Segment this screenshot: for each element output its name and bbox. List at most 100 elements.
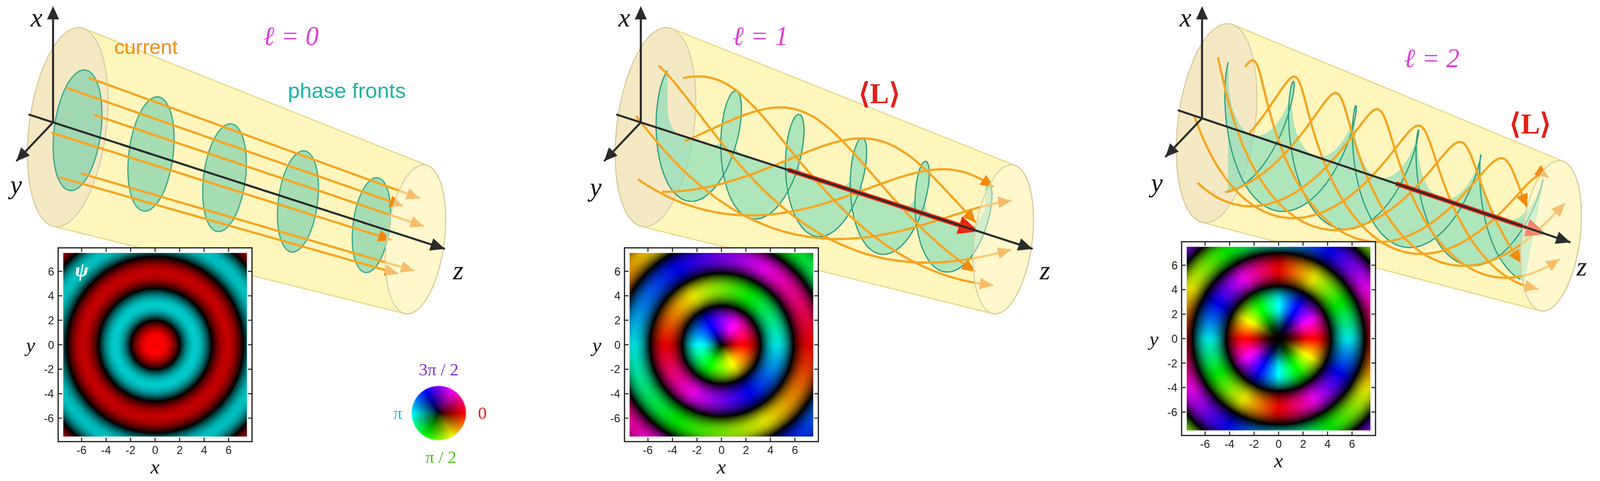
current-line xyxy=(638,169,995,216)
angular-momentum-label: ⟨L⟩ xyxy=(858,79,901,108)
tick-label: -4 xyxy=(610,388,621,400)
phase-label: 0 xyxy=(477,404,487,423)
tick-mark xyxy=(58,319,63,321)
y-axis xyxy=(603,122,641,162)
tick-label: 2 xyxy=(614,314,621,327)
tick-mark xyxy=(624,270,629,272)
tick-label: 6 xyxy=(1171,259,1178,271)
tick-mark xyxy=(1371,289,1376,291)
tick-label: -6 xyxy=(1167,406,1178,419)
arrow-head xyxy=(603,147,618,162)
tick-mark xyxy=(1327,242,1329,247)
arrow-head xyxy=(1195,6,1208,20)
tick-mark xyxy=(647,248,649,253)
inset-border xyxy=(624,248,818,442)
z-axis xyxy=(1177,110,1571,243)
phase-label: π / 2 xyxy=(425,448,457,467)
axis-label: x xyxy=(618,5,631,32)
axis-label: y xyxy=(1149,328,1159,350)
current-line xyxy=(93,114,424,227)
tick-mark xyxy=(154,248,156,253)
tick-mark xyxy=(1302,242,1304,247)
axis-label: y xyxy=(1150,170,1163,198)
axis-label: y xyxy=(592,334,602,356)
current-line xyxy=(636,116,1012,240)
inset-border xyxy=(1181,242,1376,436)
tick-label: 6 xyxy=(225,444,232,456)
tick-mark xyxy=(624,417,629,419)
tick-mark xyxy=(624,344,629,346)
tick-mark xyxy=(58,295,63,297)
tick-mark xyxy=(1371,387,1376,389)
tick-mark xyxy=(647,437,649,442)
tick-mark xyxy=(745,248,747,253)
y-axis xyxy=(16,122,54,162)
tick-mark xyxy=(154,437,156,442)
current-line xyxy=(1248,76,1549,255)
tick-label: 2 xyxy=(742,444,749,456)
tick-mark xyxy=(248,368,253,370)
tick-mark xyxy=(720,248,722,253)
tick-mark xyxy=(814,368,819,370)
tick-mark xyxy=(696,437,698,442)
tick-mark xyxy=(1181,264,1187,266)
phase-color-wheel xyxy=(411,385,467,441)
tick-mark xyxy=(1181,338,1187,340)
inset-frame xyxy=(624,248,818,442)
tick-mark xyxy=(624,319,629,321)
arrow-head xyxy=(46,6,59,20)
tick-mark xyxy=(248,270,253,272)
tick-label: 0 xyxy=(1275,438,1282,450)
tick-label: 6 xyxy=(47,265,54,278)
tick-mark xyxy=(1351,431,1353,436)
tick-mark xyxy=(58,368,63,370)
tick-mark xyxy=(105,248,107,253)
y-axis xyxy=(1165,118,1203,158)
tick-label: -2 xyxy=(692,444,702,456)
tick-mark xyxy=(814,319,819,321)
phase-map xyxy=(63,252,248,437)
tick-mark xyxy=(1181,362,1187,364)
tick-mark xyxy=(1371,264,1376,266)
tick-mark xyxy=(248,319,253,321)
axis-label: y xyxy=(10,172,23,199)
tick-mark xyxy=(1327,431,1329,436)
x-axis xyxy=(52,12,54,123)
tick-mark xyxy=(1181,313,1187,315)
tick-label: 2 xyxy=(176,444,183,456)
axis-label: y xyxy=(26,334,36,356)
tick-mark xyxy=(1181,289,1187,291)
field-symbol: ψ xyxy=(74,259,89,280)
tick-mark xyxy=(58,344,63,346)
tick-label: 4 xyxy=(200,444,207,456)
tick-label: 2 xyxy=(1300,438,1307,450)
tick-label: -4 xyxy=(44,388,54,400)
inset-border xyxy=(58,248,252,442)
tick-label: 4 xyxy=(1324,438,1331,450)
inset-frame xyxy=(58,248,252,442)
tick-label: 6 xyxy=(614,265,621,278)
tick-mark xyxy=(1302,431,1304,436)
tick-mark xyxy=(1253,431,1255,436)
tick-mark xyxy=(130,248,132,253)
arrow-head xyxy=(1165,143,1179,158)
tick-label: -4 xyxy=(1167,382,1178,394)
tick-label: -2 xyxy=(610,363,621,376)
tick-label: 6 xyxy=(1348,438,1356,450)
x-axis xyxy=(639,12,642,123)
annotation: current xyxy=(114,36,178,58)
tick-label: 2 xyxy=(1171,308,1178,321)
tick-label: -2 xyxy=(125,444,136,456)
tick-mark xyxy=(814,295,819,297)
tick-mark xyxy=(769,248,771,253)
tick-mark xyxy=(80,437,82,442)
phase-front-helicoid xyxy=(656,71,992,273)
tick-mark xyxy=(179,437,180,442)
z-axis xyxy=(28,114,445,250)
axis-label: x xyxy=(150,456,160,477)
tick-mark xyxy=(745,437,747,442)
tick-mark xyxy=(248,417,253,419)
axis-label: x xyxy=(1274,449,1284,471)
tick-label: -6 xyxy=(610,412,621,424)
mode-label: ℓ = 0 xyxy=(263,23,319,51)
